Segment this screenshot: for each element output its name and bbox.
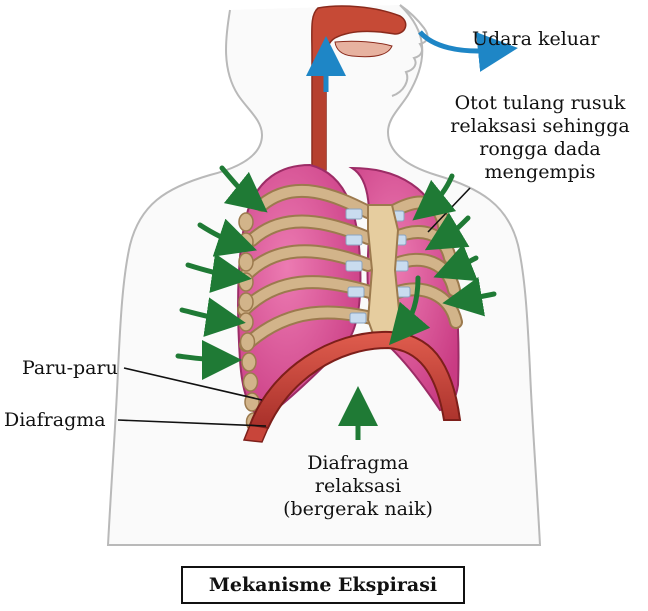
force-arrow <box>412 173 457 221</box>
air-out-label: Udara keluar <box>472 28 600 50</box>
rib-muscle-label: Otot tulang rusuk relaksasi sehingga ron… <box>440 92 640 184</box>
rib-left <box>241 246 373 280</box>
rib-muscle-label-line: rongga dada <box>479 138 601 160</box>
rib-muscle-label-line: mengempis <box>484 161 596 183</box>
rib-left <box>247 216 373 245</box>
diaphragm-label: Diafragma <box>4 409 106 431</box>
force-arrows <box>175 165 497 380</box>
diagram-title: Mekanisme Ekspirasi <box>181 566 465 604</box>
vertebra-segment <box>241 352 257 372</box>
diaphragm-state-label: Diafragma relaksasi (bergerak naik) <box>258 452 458 521</box>
lungs-label: Paru-paru <box>22 357 118 379</box>
rib-muscle-label-line: relaksasi sehingga <box>450 115 630 137</box>
force-arrow <box>433 244 479 282</box>
lungs-pointer-line <box>123 367 263 401</box>
vertebra-segment <box>239 332 256 352</box>
diaphragm-state-line: (bergerak naik) <box>283 498 433 520</box>
rib-left <box>257 185 373 217</box>
diaphragm-state-line: relaksasi <box>314 475 402 497</box>
sternum <box>366 204 402 343</box>
diaphragm <box>242 330 462 443</box>
force-arrow <box>185 253 252 293</box>
costal-cartilage <box>345 208 363 220</box>
vertebra-segment <box>238 312 254 332</box>
vertebra-segment <box>238 292 254 312</box>
force-arrow <box>219 165 268 213</box>
diaphragm-pointer-line <box>117 419 267 427</box>
airway <box>311 5 407 175</box>
force-arrow <box>442 276 497 317</box>
rib-cage <box>237 183 463 432</box>
vertebra-segment <box>238 212 254 232</box>
vertebra-segment <box>238 272 254 292</box>
costal-cartilage <box>347 286 365 298</box>
force-arrow <box>179 297 246 337</box>
costal-cartilage <box>345 234 363 246</box>
costal-cartilage <box>345 260 363 272</box>
rib-muscle-label-line: Otot tulang rusuk <box>454 92 626 114</box>
diaphragm-state-line: Diafragma <box>307 452 409 474</box>
vertebra-segment <box>238 232 254 252</box>
costal-cartilage <box>349 312 367 324</box>
vertebra-segment <box>238 252 254 272</box>
force-arrow <box>197 218 257 257</box>
force-arrow <box>175 339 242 380</box>
air-out-arrow <box>418 30 518 72</box>
vertebra-segment <box>242 372 259 392</box>
force-arrow <box>388 275 431 346</box>
force-arrow <box>424 212 471 251</box>
